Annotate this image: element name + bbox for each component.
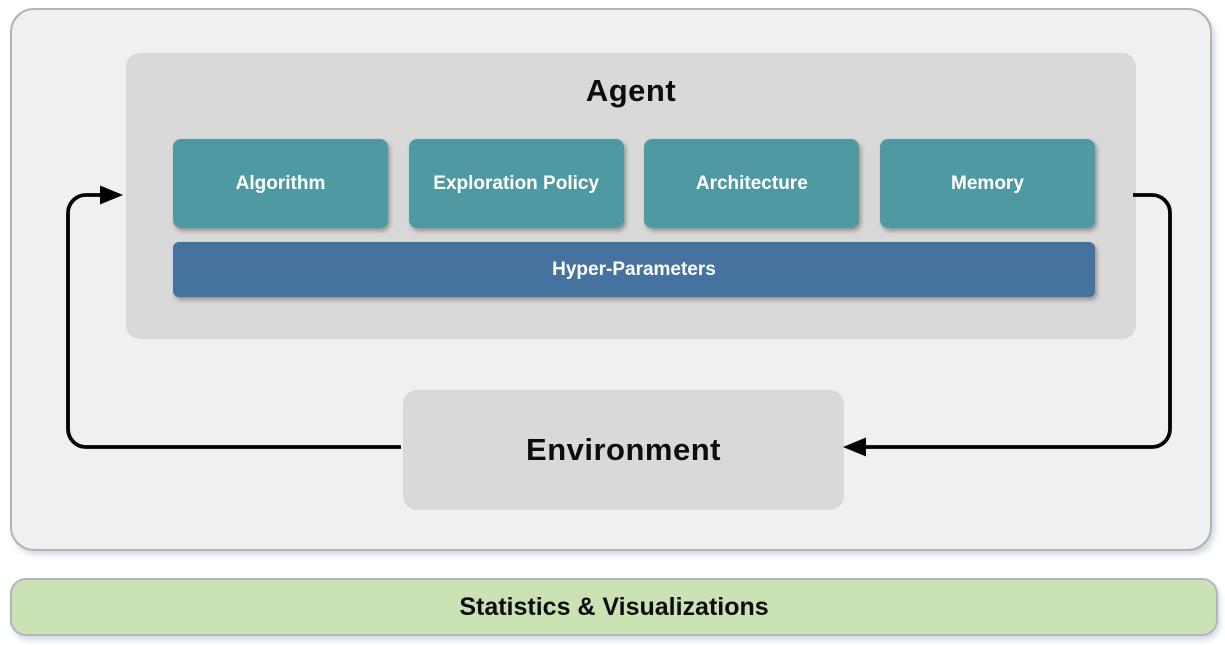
statistics-visualizations-bar: Statistics & Visualizations bbox=[10, 578, 1218, 636]
agent-components-row: Algorithm Exploration Policy Architectur… bbox=[173, 139, 1095, 228]
component-exploration-policy: Exploration Policy bbox=[408, 139, 624, 228]
environment-box: Environment bbox=[403, 390, 844, 510]
agent-box: Agent Algorithm Exploration Policy Archi… bbox=[126, 53, 1136, 339]
hyper-parameters-bar: Hyper-Parameters bbox=[173, 242, 1095, 297]
agent-title: Agent bbox=[585, 73, 677, 108]
component-architecture: Architecture bbox=[644, 139, 860, 228]
component-algorithm: Algorithm bbox=[173, 139, 388, 228]
agent-environment-loop-container: Agent Algorithm Exploration Policy Archi… bbox=[10, 8, 1212, 551]
component-memory: Memory bbox=[879, 139, 1095, 228]
